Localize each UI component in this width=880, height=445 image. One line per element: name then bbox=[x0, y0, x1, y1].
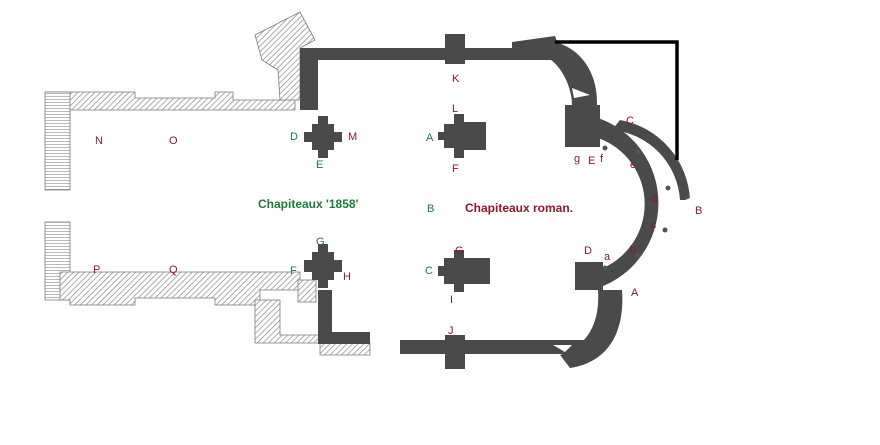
column-a bbox=[602, 265, 608, 271]
north-choir-block bbox=[565, 105, 600, 147]
pier-north-west bbox=[304, 116, 342, 158]
letter-labels: K L A F B G C I J D M E G F H N O P Q C … bbox=[93, 73, 702, 337]
main-apse-wall bbox=[598, 118, 659, 288]
label-C-apse: C bbox=[626, 115, 634, 127]
label-E-apse: E bbox=[588, 155, 595, 167]
south-crossing-wall-base bbox=[318, 332, 370, 344]
column-b bbox=[635, 253, 641, 259]
label-G-crossing: G bbox=[316, 236, 325, 248]
label-B-nave: B bbox=[427, 203, 434, 215]
label-F-nave: F bbox=[452, 163, 459, 175]
label-J: J bbox=[448, 325, 454, 337]
south-crossing-wall bbox=[318, 290, 332, 343]
label-L: L bbox=[452, 103, 458, 115]
column-e bbox=[635, 149, 641, 155]
apse-outer-thickening bbox=[612, 120, 690, 200]
label-a: a bbox=[604, 251, 611, 263]
south-west-chapel bbox=[254, 299, 371, 356]
label-M: M bbox=[348, 131, 357, 143]
label-O: O bbox=[169, 135, 178, 147]
piers bbox=[304, 114, 490, 292]
north-crossing-wall bbox=[300, 48, 318, 110]
label-F-crossing: F bbox=[290, 265, 297, 277]
column-d bbox=[665, 185, 671, 191]
label-A-apse: A bbox=[631, 287, 639, 299]
label-H: H bbox=[343, 271, 351, 283]
south-apse-wall bbox=[560, 290, 623, 368]
label-A-nave: A bbox=[426, 132, 434, 144]
pier-south-east bbox=[438, 250, 490, 292]
label-g: g bbox=[574, 153, 580, 165]
apse-windows bbox=[553, 88, 690, 352]
label-C-nave: C bbox=[425, 265, 433, 277]
label-D-apse: D bbox=[584, 245, 592, 257]
label-Q: Q bbox=[169, 264, 178, 276]
window-south bbox=[620, 276, 640, 292]
south-pier-J bbox=[445, 335, 465, 369]
caption-1858-capitals: Chapiteaux '1858' bbox=[258, 197, 359, 211]
north-east-buttress bbox=[512, 36, 560, 55]
west-north-wall bbox=[45, 91, 296, 121]
pier-south-west bbox=[304, 244, 342, 288]
label-P: P bbox=[93, 264, 100, 276]
column-f bbox=[602, 145, 608, 151]
label-K: K bbox=[452, 73, 460, 85]
pier-north-east bbox=[438, 114, 486, 158]
north-apse-wall bbox=[548, 42, 598, 105]
annotation-line bbox=[555, 40, 679, 160]
label-D-crossing: D bbox=[290, 131, 298, 143]
west-facade bbox=[44, 91, 71, 191]
label-f: f bbox=[600, 153, 604, 165]
north-pier-K bbox=[445, 34, 465, 64]
label-b: b bbox=[630, 244, 636, 256]
label-B-apse: B bbox=[695, 205, 702, 217]
caption-romanesque-capitals: Chapiteaux roman. bbox=[465, 201, 573, 215]
romanesque-walls bbox=[300, 34, 690, 369]
label-G-nave: G bbox=[455, 245, 464, 257]
window-east bbox=[673, 198, 690, 212]
window-north bbox=[572, 88, 590, 98]
label-c: c bbox=[651, 219, 657, 231]
north-aisle-wall bbox=[300, 48, 555, 60]
south-west-stair bbox=[297, 279, 317, 303]
label-N: N bbox=[95, 135, 103, 147]
column-c bbox=[662, 227, 668, 233]
label-I: I bbox=[450, 294, 453, 306]
label-d: d bbox=[651, 193, 657, 205]
window-south-aisle bbox=[553, 345, 572, 352]
label-e: e bbox=[630, 159, 636, 171]
label-E-crossing: E bbox=[316, 159, 323, 171]
apse-columns bbox=[602, 145, 671, 271]
